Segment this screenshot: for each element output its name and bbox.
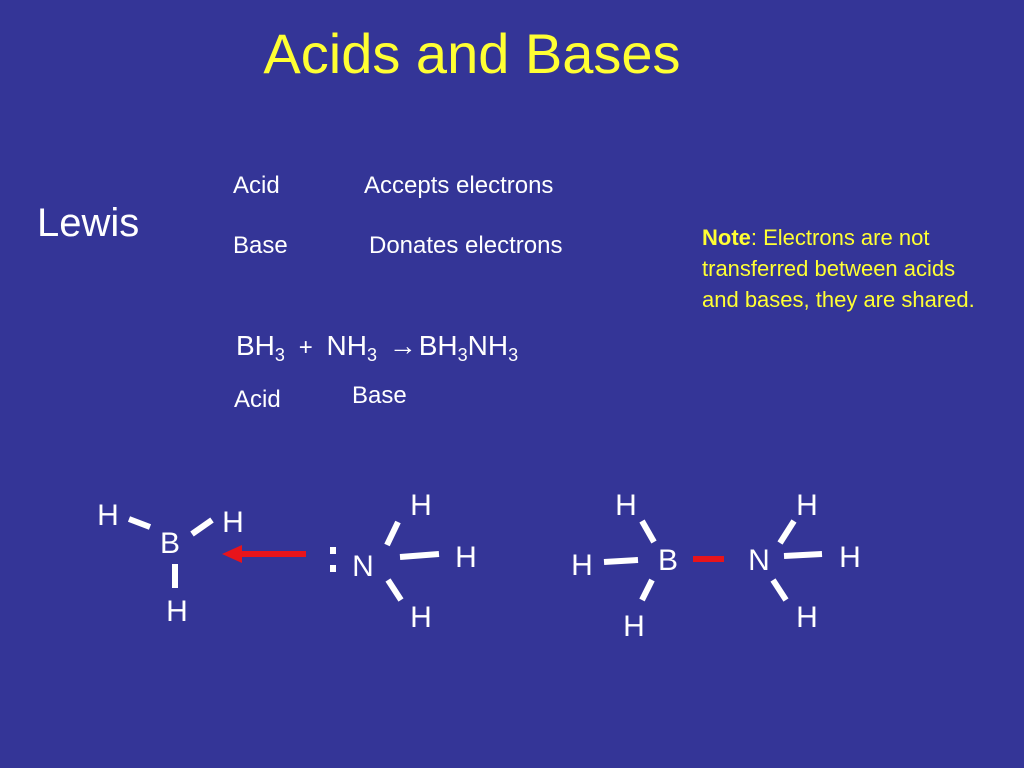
section-label-lewis: Lewis: [37, 201, 140, 245]
atom-h: H: [166, 595, 188, 628]
plus-sign: +: [298, 334, 313, 361]
bond-n-h-right: [399, 551, 440, 560]
lone-pair-electron: [330, 565, 336, 572]
atom-h: H: [615, 489, 637, 522]
reactant-bh3: BH3: [236, 330, 285, 365]
atom-h: H: [222, 506, 244, 539]
atom-h: H: [796, 601, 818, 634]
nh3-bonds: [384, 520, 440, 602]
bond-n-h-top: [777, 519, 797, 545]
note-text: Note: Electrons are not transferred betw…: [702, 222, 992, 315]
adduct-bonds: [603, 519, 823, 602]
bond-n-h-top: [384, 520, 401, 547]
atom-h: H: [97, 499, 119, 532]
atom-nitrogen: N: [748, 544, 770, 577]
atom-h: H: [796, 489, 818, 522]
bond-b-h-left: [127, 516, 152, 530]
atom-h: H: [410, 489, 432, 522]
bond-b-h-right: [190, 517, 214, 537]
arrow-head: [222, 545, 242, 563]
lone-pair-electron: [330, 547, 336, 554]
bond-n-h-bottom: [770, 578, 789, 602]
atom-h: H: [455, 541, 477, 574]
bond-b-h-top: [639, 519, 657, 544]
bond-n-h-bottom: [385, 578, 404, 602]
definition-meaning-acid: Accepts electrons: [364, 172, 554, 199]
definition-term-base: Base: [233, 232, 288, 259]
bh3-bonds: [127, 516, 214, 588]
atom-boron: B: [658, 544, 678, 577]
definition-term-acid: Acid: [233, 172, 280, 199]
note-body: : Electrons are not transferred between …: [702, 225, 975, 312]
label-acid: Acid: [234, 386, 281, 413]
equation: BH3 + NH3 →BH3NH3: [236, 330, 519, 365]
atom-h: H: [410, 601, 432, 634]
bond-b-h-bottom: [639, 578, 655, 602]
electron-pair-arrow: [222, 545, 306, 563]
definition-meaning-base: Donates electrons: [369, 232, 563, 259]
atom-boron: B: [160, 527, 180, 560]
reaction-arrow: →: [388, 330, 417, 361]
atom-h: H: [623, 610, 645, 643]
atom-h: H: [571, 549, 593, 582]
atom-nitrogen: N: [352, 550, 374, 583]
bond-b-h-left: [603, 557, 639, 565]
bond-n-h-right: [783, 551, 823, 559]
note-label: Note: [702, 225, 751, 250]
lone-pair-dots: [330, 547, 336, 572]
product-bh3nh3: BH3NH3: [418, 330, 519, 365]
atom-h: H: [839, 541, 861, 574]
reactant-nh3: NH3: [326, 330, 377, 365]
slide-title: Acids and Bases: [263, 22, 681, 85]
label-base: Base: [352, 382, 407, 409]
